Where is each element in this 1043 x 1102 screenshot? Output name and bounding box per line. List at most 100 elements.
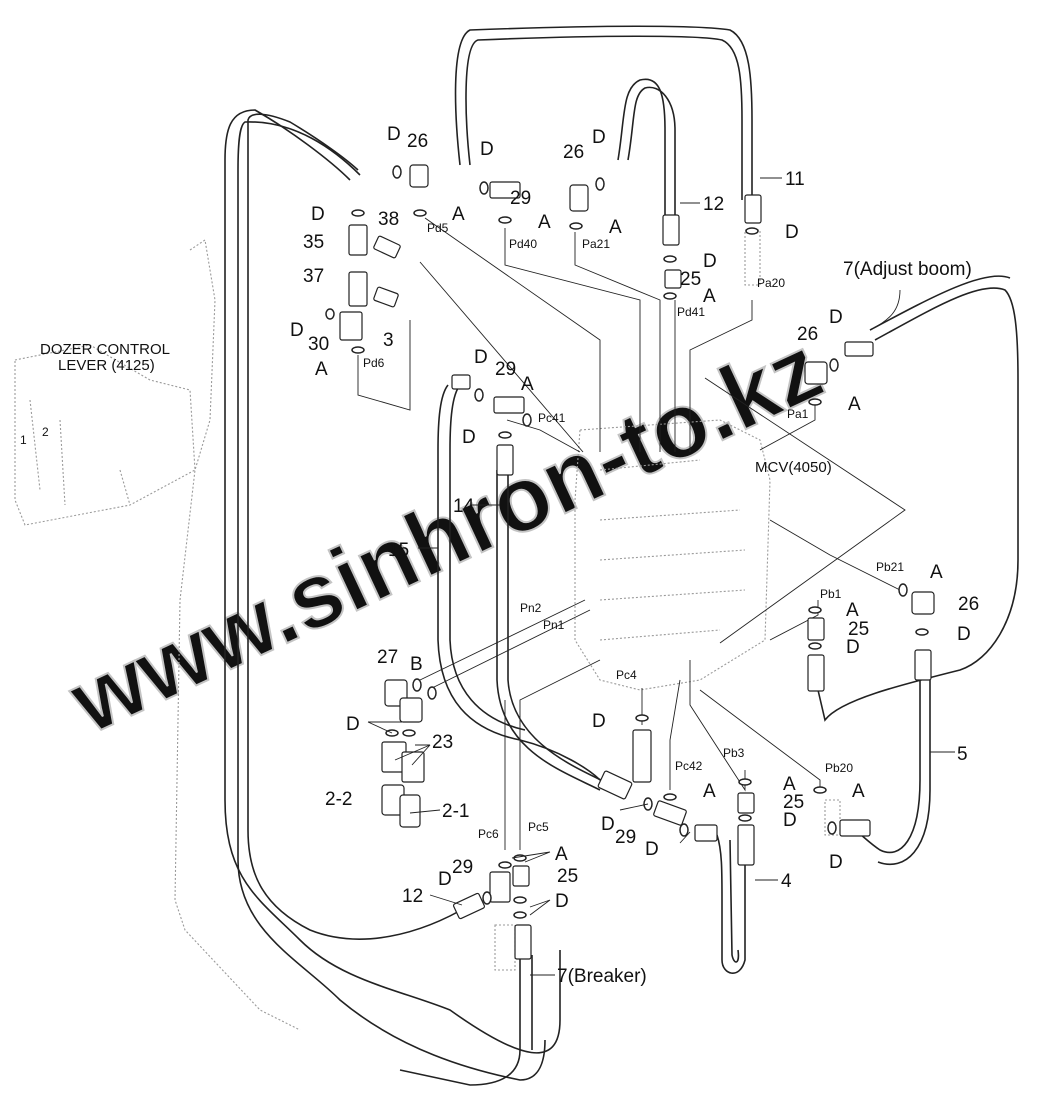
part-29-c: 29	[615, 827, 636, 848]
part-27: 27	[377, 647, 398, 668]
seal-D-6: D	[703, 251, 717, 272]
part-25-c: 25	[783, 792, 804, 813]
part-3: 3	[383, 330, 394, 351]
part-29-b: 29	[495, 359, 516, 380]
part-25-b: 25	[848, 619, 869, 640]
port-Pa20: Pa20	[757, 276, 785, 290]
hose-4-path	[716, 834, 746, 974]
hose-outer-left-a	[224, 109, 561, 1054]
part-30: 30	[308, 334, 329, 355]
seal-D-3: D	[290, 320, 304, 341]
port-Pn1: Pn1	[543, 618, 565, 632]
labels: DOZER CONTROL LEVER (4125) MCV(4050) 1 2…	[20, 124, 979, 987]
part-23: 23	[432, 732, 453, 753]
fitting-35	[348, 224, 368, 256]
seal-D-19: D	[438, 869, 452, 890]
lever-mark-2: 2	[42, 425, 49, 439]
hose-7-breaker-path	[399, 955, 521, 1086]
fitting-29-mid	[493, 396, 525, 414]
fitting-26-upper	[409, 164, 429, 188]
fitting-4-end	[694, 824, 718, 842]
hose-5-label: 5	[957, 744, 968, 765]
dozer-lever-label-line1: DOZER CONTROL	[40, 341, 170, 358]
port-Pa21: Pa21	[582, 237, 610, 251]
part-29-d: 29	[452, 857, 473, 878]
part-29-a: 29	[510, 188, 531, 209]
port-Pa1: Pa1	[787, 407, 809, 421]
seal-D-2: D	[311, 204, 325, 225]
seal-D-13: D	[346, 714, 360, 735]
fitting-26-right-upper	[804, 361, 828, 385]
seal-A-8: A	[930, 562, 943, 583]
seal-A-7: A	[848, 394, 861, 415]
hoses	[224, 25, 1019, 1086]
fitting-25-right	[807, 617, 825, 641]
part-35: 35	[303, 232, 324, 253]
fitting-5-end	[914, 649, 932, 681]
port-Pc41: Pc41	[538, 411, 566, 425]
hose-11-label: 11	[785, 169, 805, 190]
seal-A-10: A	[703, 781, 716, 802]
part-26-a: 26	[407, 131, 428, 152]
port-Pc5: Pc5	[528, 820, 549, 834]
seal-A-4: A	[609, 217, 622, 238]
o-rings	[325, 165, 929, 919]
hose-15-path-b	[449, 384, 526, 731]
fitting-7-breaker-end	[514, 924, 532, 960]
seal-A-11: A	[783, 774, 796, 795]
seal-D-11: D	[846, 637, 860, 658]
hose-7-breaker-label: 7(Breaker)	[557, 966, 647, 987]
fitting-4-end-b	[737, 824, 755, 866]
fitting-30	[339, 311, 363, 341]
seal-A-3: A	[538, 212, 551, 233]
seal-A-5: A	[703, 286, 716, 307]
fitting-26-top-right	[569, 184, 589, 212]
hose-12-top-path-b	[617, 78, 666, 220]
seal-A-1: A	[452, 204, 465, 225]
part-2-1: 2-1	[442, 801, 469, 822]
watermark: www.sinhron-to.kz	[53, 316, 837, 755]
fitting-25-lower	[737, 792, 755, 814]
fittings	[339, 164, 935, 960]
lever-mark-1: 1	[20, 433, 27, 447]
port-Pd5: Pd5	[427, 221, 449, 235]
fitting-15-lower-end	[597, 770, 633, 800]
seal-D-5: D	[592, 127, 606, 148]
hose-4-label: 4	[781, 871, 792, 892]
fitting-pc4-hose-end	[632, 729, 652, 783]
mcv-label: MCV(4050)	[755, 459, 832, 476]
seal-D-15: D	[783, 810, 797, 831]
hose-outer-left-b	[237, 121, 546, 1081]
fitting-29-lower-right	[653, 800, 687, 826]
seal-D-10: D	[829, 307, 843, 328]
seal-B-1: B	[410, 654, 423, 675]
hose-14-label: 14	[453, 496, 475, 517]
fitting-25-top	[664, 269, 682, 289]
seal-A-13: A	[555, 844, 568, 865]
mcv-block-outline	[419, 261, 906, 644]
port-Pd6: Pd6	[363, 356, 385, 370]
hose-14-path-b	[507, 470, 606, 783]
watermark-text: www.sinhron-to.kz	[54, 317, 836, 754]
port-Pb21: Pb21	[876, 560, 904, 574]
hose-5-path-b	[877, 680, 931, 866]
hose-14-path	[496, 470, 601, 791]
port-Pb3: Pb3	[723, 746, 745, 760]
seal-D-1: D	[387, 124, 401, 145]
callout-leaders	[367, 177, 955, 976]
fitting-3	[373, 286, 399, 308]
hose-11-path-b	[465, 35, 743, 200]
part-26-d: 26	[958, 594, 979, 615]
fitting-38	[373, 235, 401, 259]
seal-D-17: D	[645, 839, 659, 860]
hose-7-adjust-label: 7(Adjust boom)	[843, 259, 972, 280]
hose-7-adjust-path	[817, 287, 1019, 722]
fitting-11-end	[744, 194, 762, 224]
hose-12-bottom-label: 12	[402, 886, 423, 907]
part-25-a: 25	[680, 269, 701, 290]
port-Pc42: Pc42	[675, 759, 703, 773]
seal-D-20: D	[555, 891, 569, 912]
seal-D-18: D	[829, 852, 843, 873]
hose-15-path	[437, 384, 601, 781]
